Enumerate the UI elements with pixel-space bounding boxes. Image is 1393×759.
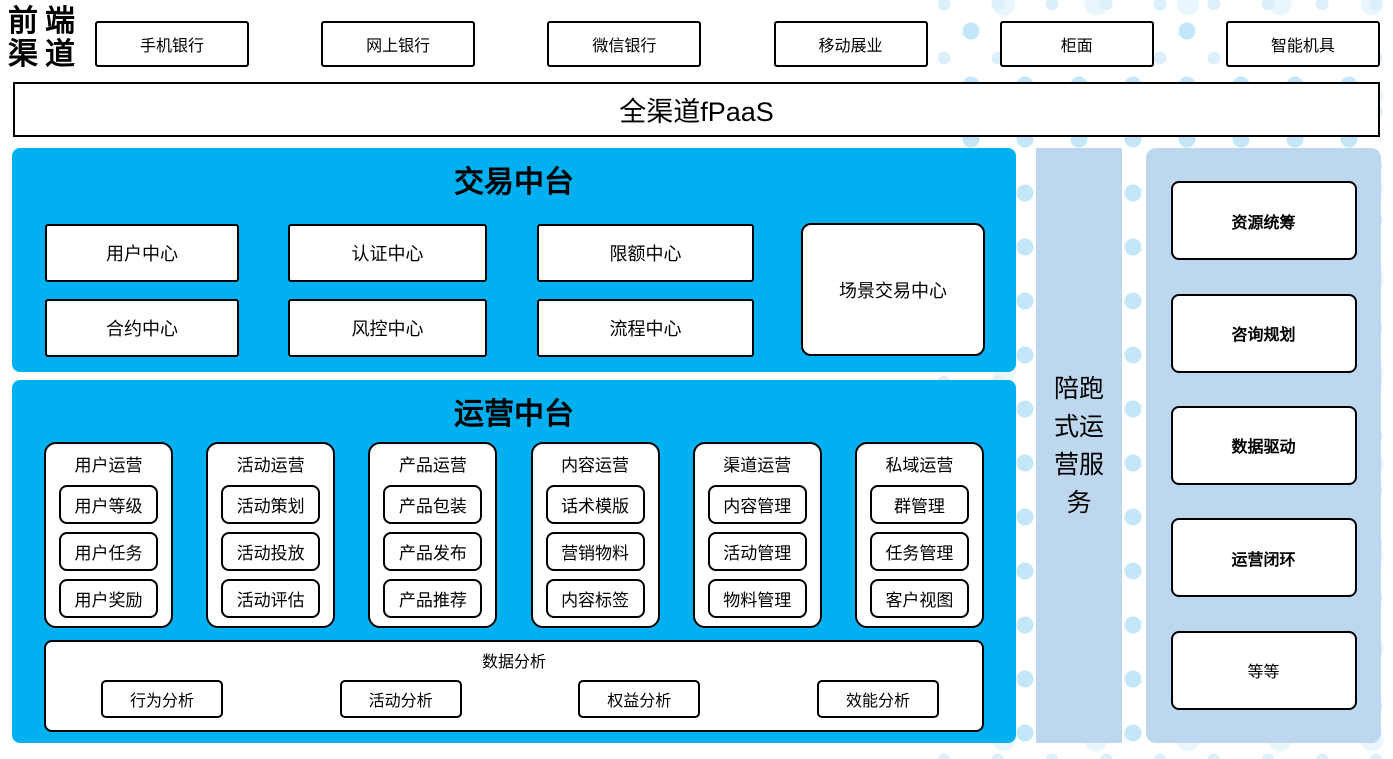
group-item: 任务管理	[869, 532, 969, 571]
data-analysis-row: 行为分析 活动分析 权益分析 效能分析	[46, 672, 982, 718]
service-consulting-planning: 咨询规划	[1170, 293, 1357, 373]
trade-platform-block: 交易中台 用户中心 认证中心 限额中心 合约中心 风控中心 流程中心 场景交易中…	[12, 148, 1016, 372]
service-etc: 等等	[1170, 630, 1357, 710]
data-analysis-band: 数据分析 行为分析 活动分析 权益分析 效能分析	[44, 640, 984, 732]
group-item: 活动投放	[221, 532, 321, 571]
group-title: 渠道运营	[723, 456, 792, 475]
group-item: 客户视图	[869, 579, 969, 618]
accompany-operation-service-strip: 陪跑式运营服务	[1036, 148, 1122, 743]
channel-online-banking: 网上银行	[321, 21, 476, 67]
group-user-operations: 用户运营 用户等级 用户任务 用户奖励	[44, 442, 173, 628]
channel-wechat-banking: 微信银行	[547, 21, 702, 67]
trade-box-scene-trade-center: 场景交易中心	[801, 223, 985, 356]
operations-groups-row: 用户运营 用户等级 用户任务 用户奖励 活动运营 活动策划 活动投放 活动评估 …	[44, 442, 984, 628]
group-title: 内容运营	[561, 456, 630, 475]
group-channel-operations: 渠道运营 内容管理 活动管理 物料管理	[692, 442, 822, 628]
group-item: 内容管理	[707, 485, 807, 524]
channel-mobile-banking: 手机银行	[95, 21, 249, 67]
group-item: 物料管理	[707, 579, 807, 618]
analysis-item-campaign: 活动分析	[339, 680, 462, 718]
group-item: 产品包装	[383, 485, 483, 524]
service-resource-planning: 资源统筹	[1170, 181, 1357, 261]
group-item: 内容标签	[545, 579, 645, 618]
group-item: 用户奖励	[59, 579, 158, 618]
group-item: 用户任务	[59, 532, 158, 571]
trade-platform-title: 交易中台	[454, 165, 574, 200]
group-title: 私域运营	[885, 456, 954, 475]
channel-counter: 柜面	[999, 21, 1154, 67]
group-item: 活动评估	[221, 579, 321, 618]
analysis-item-efficiency: 效能分析	[816, 680, 939, 718]
accompany-service-label: 陪跑式运营服务	[1053, 374, 1104, 517]
group-item: 群管理	[869, 485, 969, 524]
operations-platform-title: 运营中台	[454, 397, 574, 432]
group-private-domain-operations: 私域运营 群管理 任务管理 客户视图	[854, 442, 984, 628]
channel-row: 手机银行 网上银行 微信银行 移动展业 柜面 智能机具	[95, 21, 1380, 67]
group-title: 用户运营	[74, 456, 143, 475]
group-item: 话术模版	[545, 485, 645, 524]
group-title: 活动运营	[236, 456, 305, 475]
analysis-item-benefit: 权益分析	[578, 680, 701, 718]
service-data-driven: 数据驱动	[1170, 405, 1357, 485]
operations-platform-block: 运营中台 用户运营 用户等级 用户任务 用户奖励 活动运营 活动策划 活动投放 …	[12, 380, 1016, 743]
trade-box-process-center: 流程中心	[537, 299, 754, 357]
frontend-channels-label: 前端渠道	[8, 4, 82, 72]
channel-mobile-sales: 移动展业	[773, 21, 928, 67]
group-item: 产品发布	[383, 532, 483, 571]
group-item: 营销物料	[545, 532, 645, 571]
analysis-item-behavior: 行为分析	[101, 680, 223, 718]
trade-box-user-center: 用户中心	[45, 224, 239, 282]
group-item: 活动管理	[707, 532, 807, 571]
group-title: 产品运营	[398, 456, 467, 475]
service-panel: 资源统筹 咨询规划 数据驱动 运营闭环 等等	[1146, 148, 1381, 743]
trade-box-risk-center: 风控中心	[288, 299, 487, 357]
trade-box-limit-center: 限额中心	[537, 224, 754, 282]
group-content-operations: 内容运营 话术模版 营销物料 内容标签	[530, 442, 660, 628]
service-operation-loop: 运营闭环	[1170, 518, 1357, 598]
group-campaign-operations: 活动运营 活动策划 活动投放 活动评估	[206, 442, 336, 628]
trade-box-auth-center: 认证中心	[288, 224, 487, 282]
group-item: 活动策划	[221, 485, 321, 524]
group-item: 产品推荐	[383, 579, 483, 618]
trade-box-contract-center: 合约中心	[45, 299, 239, 357]
data-analysis-title: 数据分析	[481, 654, 546, 671]
group-product-operations: 产品运营 产品包装 产品发布 产品推荐	[368, 442, 498, 628]
channel-smart-devices: 智能机具	[1225, 21, 1380, 67]
omnichannel-fpaas-bar: 全渠道fPaaS	[13, 82, 1380, 137]
group-item: 用户等级	[59, 485, 158, 524]
